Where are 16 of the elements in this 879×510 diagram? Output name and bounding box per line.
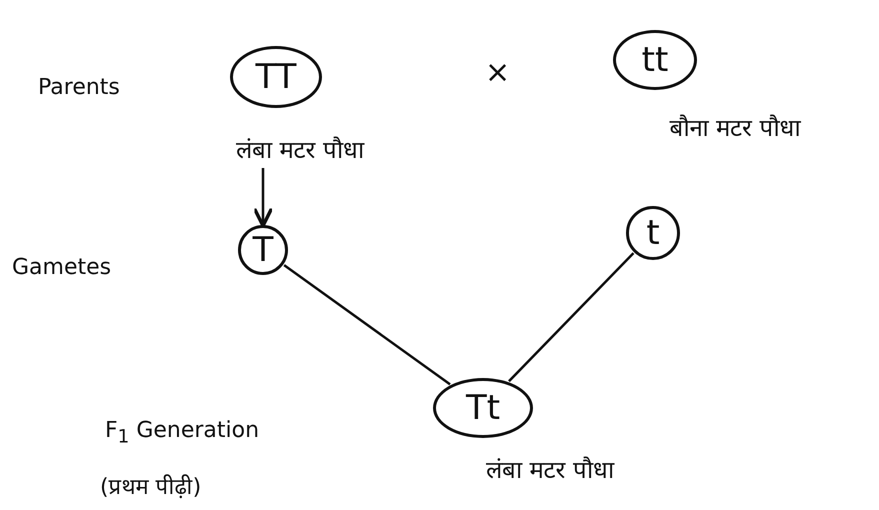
row-label: Parents	[38, 75, 120, 100]
connector-line	[283, 264, 451, 386]
genotype-circle: T	[238, 225, 288, 275]
plant-label: बौना मटर पौधा	[669, 113, 801, 143]
row-label: Gametes	[12, 255, 112, 280]
genotype-circle: Tt	[433, 378, 533, 438]
connector-line	[508, 252, 634, 382]
plant-label: लंबा मटर पौधा	[236, 135, 364, 165]
row-label: ×	[485, 55, 510, 90]
genotype-circle: tt	[613, 30, 697, 90]
plant-label: लंबा मटर पौधा	[486, 455, 614, 485]
genotype-circle: t	[626, 206, 680, 260]
row-label: F$_{1}$ Generation	[105, 418, 260, 448]
arrow	[252, 168, 274, 228]
genotype-circle: TT	[230, 46, 322, 108]
row-label: (प्रथम पीढ़ी)	[100, 473, 202, 500]
